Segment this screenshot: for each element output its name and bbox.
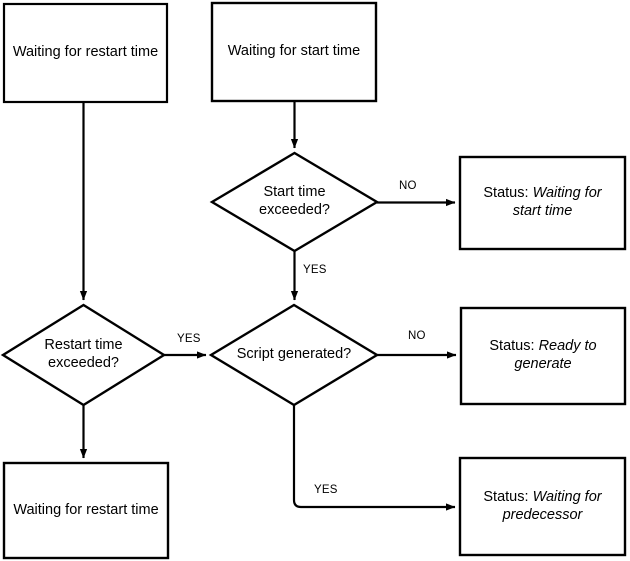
node-status-waiting-predecessor (458, 456, 627, 557)
node-script-generated (208, 303, 380, 407)
node-restart-time-exceeded (0, 303, 167, 407)
node-waiting-restart-top (2, 2, 169, 104)
edge-label-restart-decision-yes: YES (177, 333, 201, 345)
node-waiting-restart-bottom (2, 461, 170, 560)
node-start-time-exceeded (209, 151, 380, 253)
node-waiting-start-top (210, 1, 378, 103)
edge-script-decision-yes (292, 405, 456, 511)
edge-label-script-decision-no: NO (408, 330, 426, 342)
node-status-ready-generate (459, 306, 627, 406)
node-status-waiting-start (458, 155, 627, 251)
edge-label-script-decision-yes: YES (314, 484, 338, 496)
edge-label-start-decision-yes: YES (303, 264, 327, 276)
edge-label-start-decision-no: NO (399, 180, 417, 192)
